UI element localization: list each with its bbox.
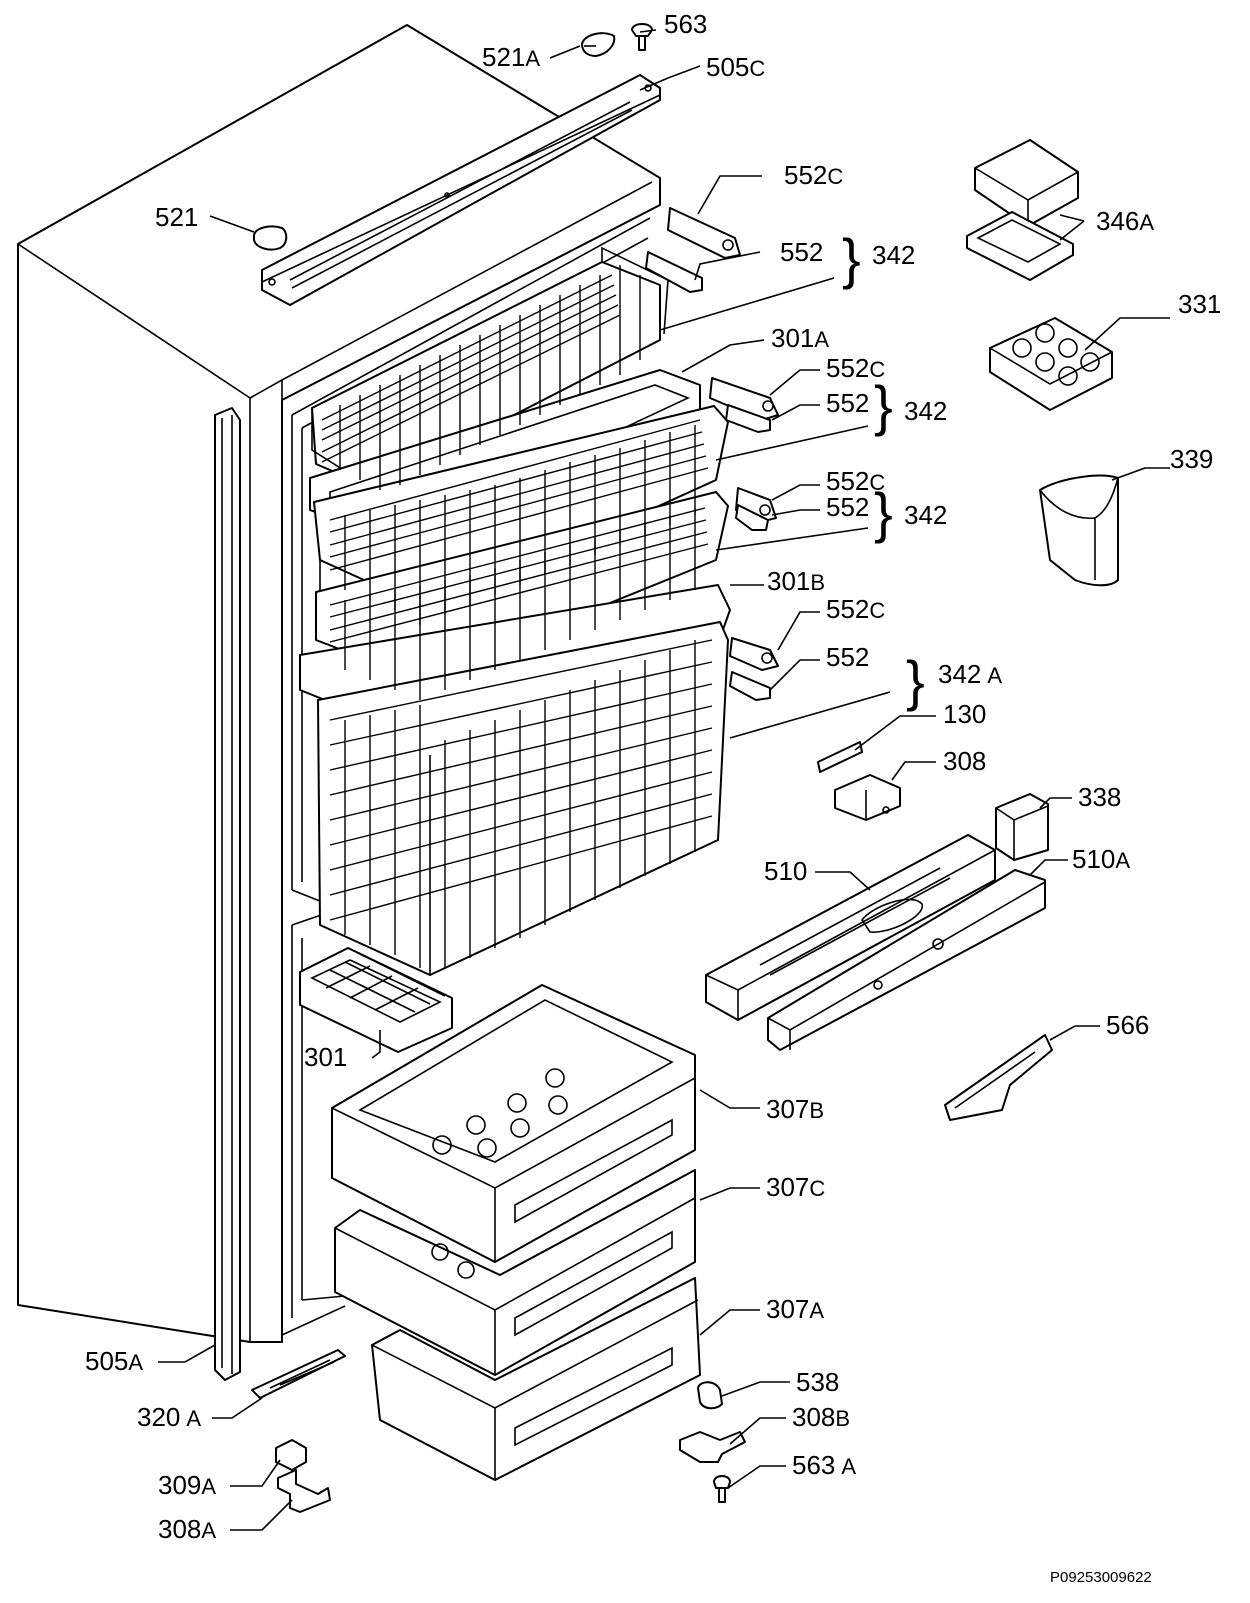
ice-cube-tray [299, 947, 453, 1053]
label-346a: 346A [1096, 206, 1154, 236]
cap-521 [253, 225, 288, 251]
drawing-code: P09253009622 [1050, 1569, 1152, 1586]
label-338: 338 [1078, 782, 1121, 812]
brace-4: } [906, 649, 925, 712]
label-552c-2: 552C [826, 353, 885, 383]
foot-309a [275, 1439, 307, 1471]
wire-grid [321, 265, 713, 968]
screw-563 [631, 23, 653, 51]
label-552c-4: 552C [826, 594, 885, 624]
drawer-307a [371, 1277, 701, 1481]
channel-510a [767, 869, 1046, 1051]
label-301b: 301B [767, 566, 825, 596]
control-panel-510 [705, 834, 996, 1021]
basket-third [315, 491, 729, 681]
label-552c-1: 552C [784, 160, 843, 190]
leader-lines [158, 29, 1170, 1531]
label-538: 538 [796, 1367, 839, 1397]
label-130: 130 [943, 699, 986, 729]
group-braces: } } } } [842, 227, 925, 712]
label-521: 521 [155, 202, 198, 232]
label-339: 339 [1170, 444, 1213, 474]
label-308: 308 [943, 746, 986, 776]
cap-538 [697, 1381, 723, 1410]
bracket-308b [679, 1431, 746, 1463]
brace-3: } [874, 481, 893, 544]
screw-563a [713, 1475, 731, 1503]
label-552-4: 552 [826, 642, 869, 672]
top-rail [261, 74, 661, 306]
label-307a: 307A [766, 1294, 824, 1324]
cap-521a [581, 32, 616, 57]
brace-2: } [874, 374, 893, 437]
egg-tray-331 [989, 317, 1113, 411]
drawer-307b [331, 984, 696, 1263]
label-301: 301 [304, 1042, 347, 1072]
label-342-1: 342 [872, 240, 915, 270]
label-331: 331 [1178, 289, 1221, 319]
label-309a: 309A [158, 1470, 216, 1500]
label-307b: 307B [766, 1094, 824, 1124]
brace-1: } [842, 227, 861, 290]
bottle-holder-339 [1039, 474, 1119, 587]
kickplate-320a [251, 1349, 346, 1399]
label-307c: 307C [766, 1172, 825, 1202]
label-308a: 308A [158, 1514, 216, 1544]
handle-566 [944, 1034, 1053, 1121]
drawer-307c [334, 1169, 696, 1376]
label-342-2: 342 [904, 396, 947, 426]
label-552c-3: 552C [826, 466, 885, 496]
rail-set-1 [645, 207, 741, 293]
label-552-2: 552 [826, 388, 869, 418]
label-566: 566 [1106, 1010, 1149, 1040]
part-labels: 521A 563 505C 521 552C 552 342 346A 331 … [85, 9, 1221, 1544]
label-308b: 308B [792, 1402, 850, 1432]
label-510a: 510A [1072, 844, 1130, 874]
label-510: 510 [764, 856, 807, 886]
label-505c: 505C [706, 52, 765, 82]
door-seal-strip [214, 407, 241, 1381]
rail-set-3 [735, 487, 777, 531]
basket-top [311, 246, 669, 489]
label-521a: 521A [482, 42, 540, 72]
rail-set-2 [709, 377, 779, 433]
container-346a [966, 139, 1079, 281]
rail-set-4 [729, 637, 779, 701]
label-552-3: 552 [826, 492, 869, 522]
label-301a: 301A [771, 323, 829, 353]
label-342-3: 342 [904, 500, 947, 530]
hinge-plate [817, 741, 901, 821]
label-505a: 505A [85, 1346, 143, 1376]
label-563: 563 [664, 9, 707, 39]
label-552-1: 552 [780, 237, 823, 267]
end-cap [995, 793, 1049, 861]
